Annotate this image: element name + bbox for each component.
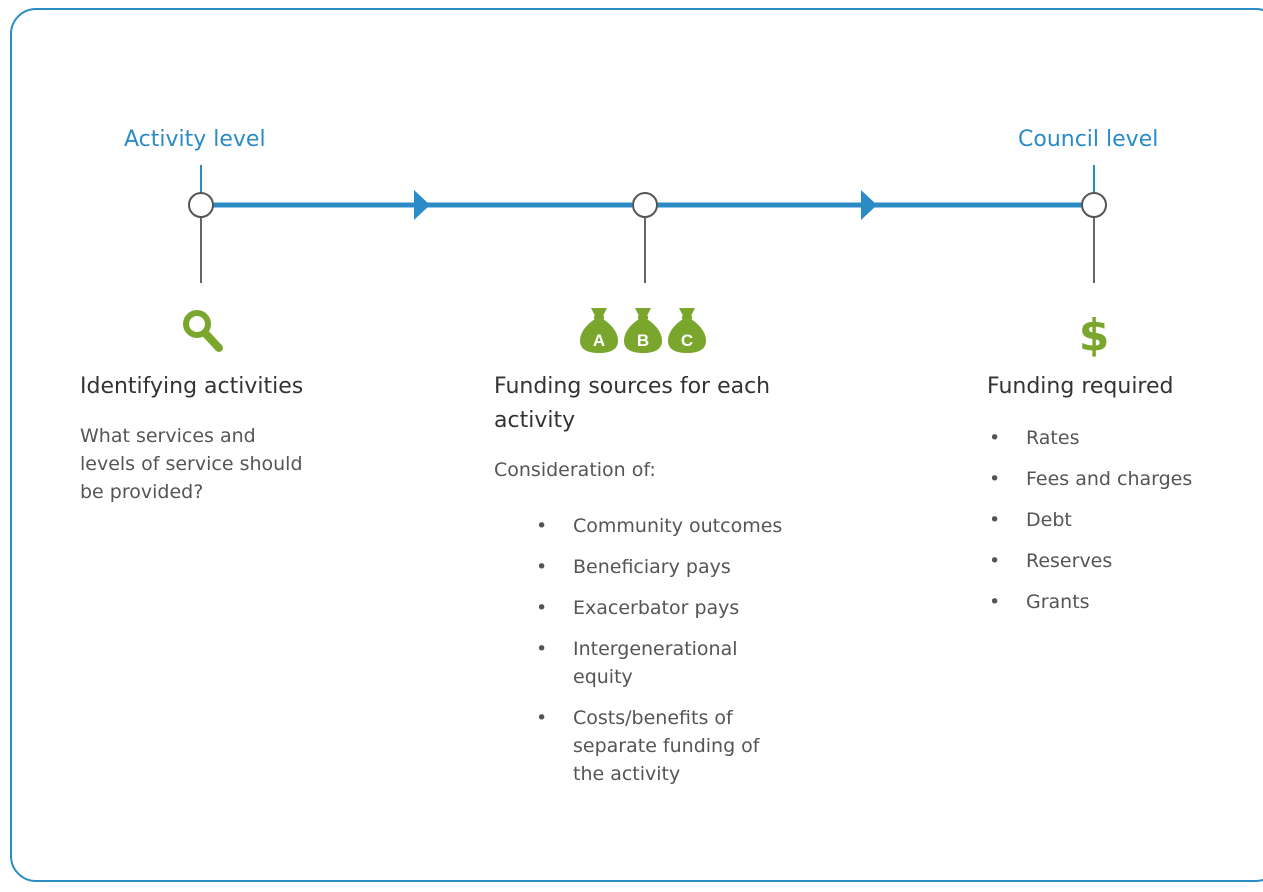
list-item: Debt bbox=[989, 506, 1257, 534]
list-item: Beneficiary pays bbox=[536, 553, 854, 581]
dollar-symbol: $ bbox=[1079, 310, 1110, 358]
dollar-icon: $ bbox=[1079, 310, 1110, 358]
funding-sources-title: Funding sources for each bbox=[494, 374, 771, 399]
funding-required-title: Funding required bbox=[987, 374, 1174, 399]
list-item-text: equity bbox=[573, 666, 633, 688]
list-item-text: the activity bbox=[573, 763, 681, 785]
identifying-title: Identifying activities bbox=[80, 374, 304, 399]
funding-required-list: Rates Fees and charges Debt Reserves Gra… bbox=[989, 424, 1257, 616]
list-item: Fees and charges bbox=[989, 465, 1257, 493]
node-middle bbox=[632, 192, 658, 218]
list-item-text: Beneficiary pays bbox=[573, 556, 731, 578]
list-item: Rates bbox=[989, 424, 1257, 452]
list-item-text: separate funding of bbox=[573, 735, 760, 757]
list-item-text: Community outcomes bbox=[573, 515, 783, 537]
node-activity bbox=[188, 192, 214, 218]
money-bag-b-icon: B bbox=[624, 308, 662, 353]
list-item: Reserves bbox=[989, 547, 1257, 575]
list-item: Exacerbator pays bbox=[536, 594, 854, 622]
node-council bbox=[1081, 192, 1107, 218]
money-bag-c-icon: C bbox=[668, 308, 706, 353]
activity-level-label: Activity level bbox=[124, 127, 266, 152]
list-item-text: Exacerbator pays bbox=[573, 597, 740, 619]
list-item-text: Costs/benefits of bbox=[573, 707, 733, 729]
column-funding-required: Funding required Rates Fees and charges … bbox=[987, 370, 1257, 629]
funding-sources-title-cont: activity bbox=[494, 408, 576, 433]
council-level-label: Council level bbox=[1018, 127, 1159, 152]
list-item: Grants bbox=[989, 588, 1257, 616]
money-bag-a-icon: A bbox=[580, 308, 618, 353]
funding-sources-intro: Consideration of: bbox=[494, 459, 656, 481]
list-item-text: Intergenerational bbox=[573, 638, 738, 660]
list-item: Costs/benefits of separate funding of th… bbox=[536, 704, 854, 788]
arrowhead-1 bbox=[414, 190, 430, 220]
column-funding-sources: Funding sources for each activity Consid… bbox=[494, 370, 854, 801]
arrowhead-2 bbox=[861, 190, 877, 220]
identifying-body-line: be provided? bbox=[80, 481, 204, 503]
column-identifying: Identifying activities What services and… bbox=[80, 370, 410, 506]
funding-sources-list: Community outcomes Beneficiary pays Exac… bbox=[536, 512, 854, 788]
money-bags-group: A B C bbox=[580, 308, 706, 353]
identifying-body-line: What services and bbox=[80, 425, 256, 447]
search-icon bbox=[183, 310, 223, 352]
list-item: Intergenerational equity bbox=[536, 635, 854, 691]
list-item: Community outcomes bbox=[536, 512, 854, 540]
bag-letter-c: C bbox=[681, 331, 693, 350]
bag-letter-a: A bbox=[593, 331, 605, 350]
diagram-frame bbox=[10, 8, 1263, 882]
identifying-body-line: levels of service should bbox=[80, 453, 303, 475]
bag-letter-b: B bbox=[637, 331, 649, 350]
